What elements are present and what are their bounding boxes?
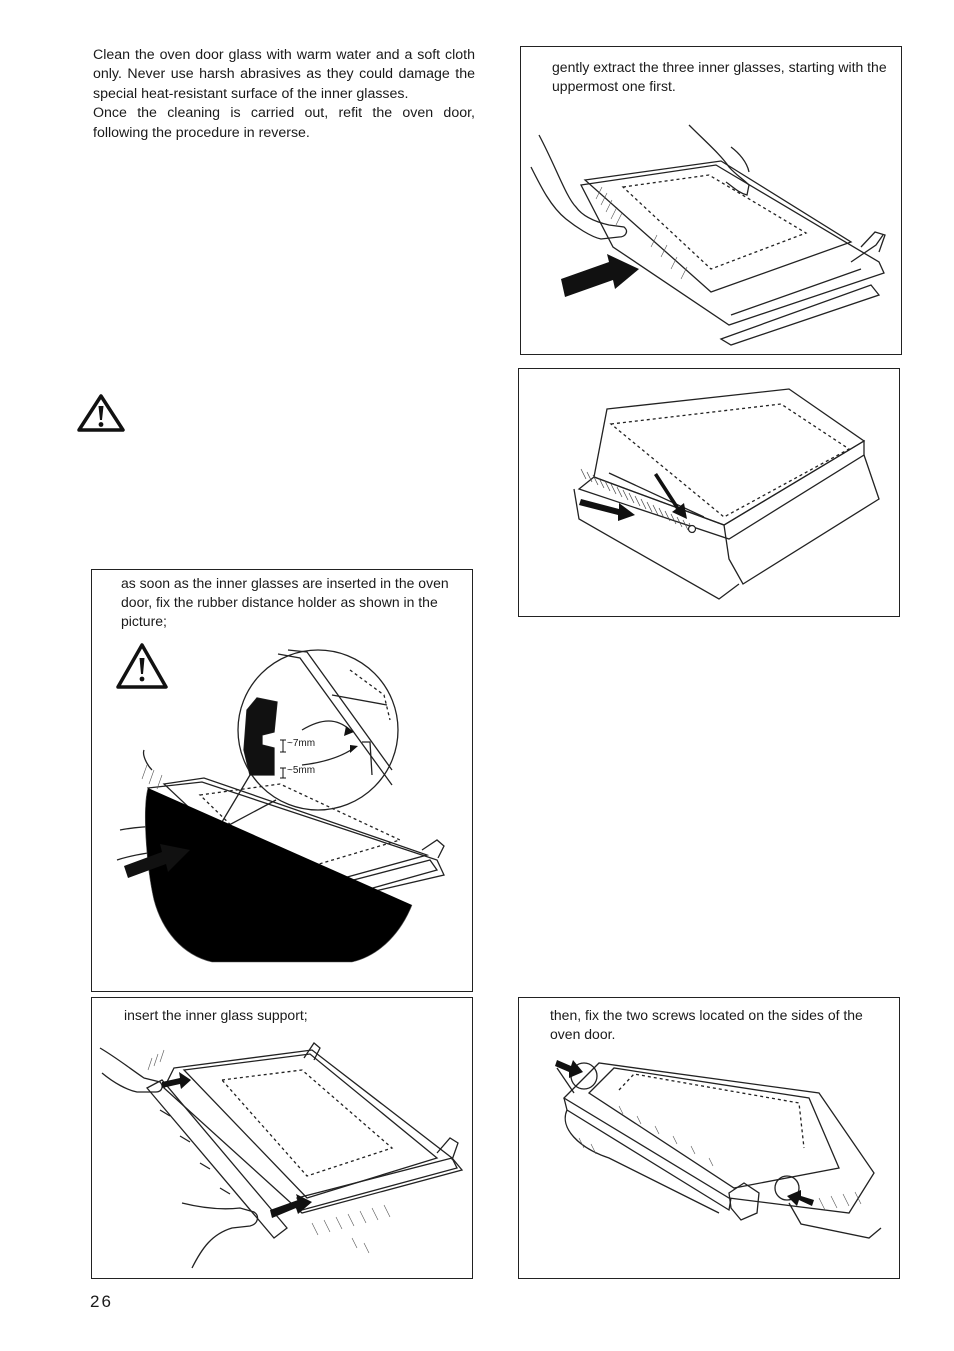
figure-fix-screws: then, fix the two screws located on the …: [518, 997, 900, 1279]
warning-triangle-icon: [76, 393, 126, 433]
illustration-door-detail: [573, 388, 880, 600]
figure-glass-support: insert the inner glass support;: [91, 997, 473, 1279]
dimension-label-upper: ~7mm: [287, 738, 316, 749]
figure-rubber-holder: as soon as the inner glasses are inserte…: [91, 569, 473, 992]
figure-caption: as soon as the inner glasses are inserte…: [121, 575, 449, 629]
figure-caption: gently extract the three inner glasses, …: [552, 59, 887, 94]
figure-caption: insert the inner glass support;: [124, 1007, 308, 1023]
figure-door-detail: [518, 368, 900, 617]
intro-paragraph-1: Clean the oven door glass with warm wate…: [93, 47, 475, 102]
intro-text: Clean the oven door glass with warm wate…: [93, 46, 475, 143]
illustration-door-extract: [530, 124, 886, 346]
figure-caption: then, fix the two screws located on the …: [550, 1007, 863, 1042]
illustration-fix-screws: [555, 1060, 882, 1239]
illustration-glass-support: [99, 1042, 464, 1269]
page-number: 26: [90, 1292, 113, 1311]
figure-extract-glasses: gently extract the three inner glasses, …: [520, 46, 902, 355]
illustration-rubber-holder: [116, 643, 445, 963]
warning-triangle-icon: [116, 643, 168, 689]
intro-paragraph-2: Once the cleaning is carried out, refit …: [93, 105, 475, 141]
dimension-label-lower: ~5mm: [287, 765, 316, 776]
